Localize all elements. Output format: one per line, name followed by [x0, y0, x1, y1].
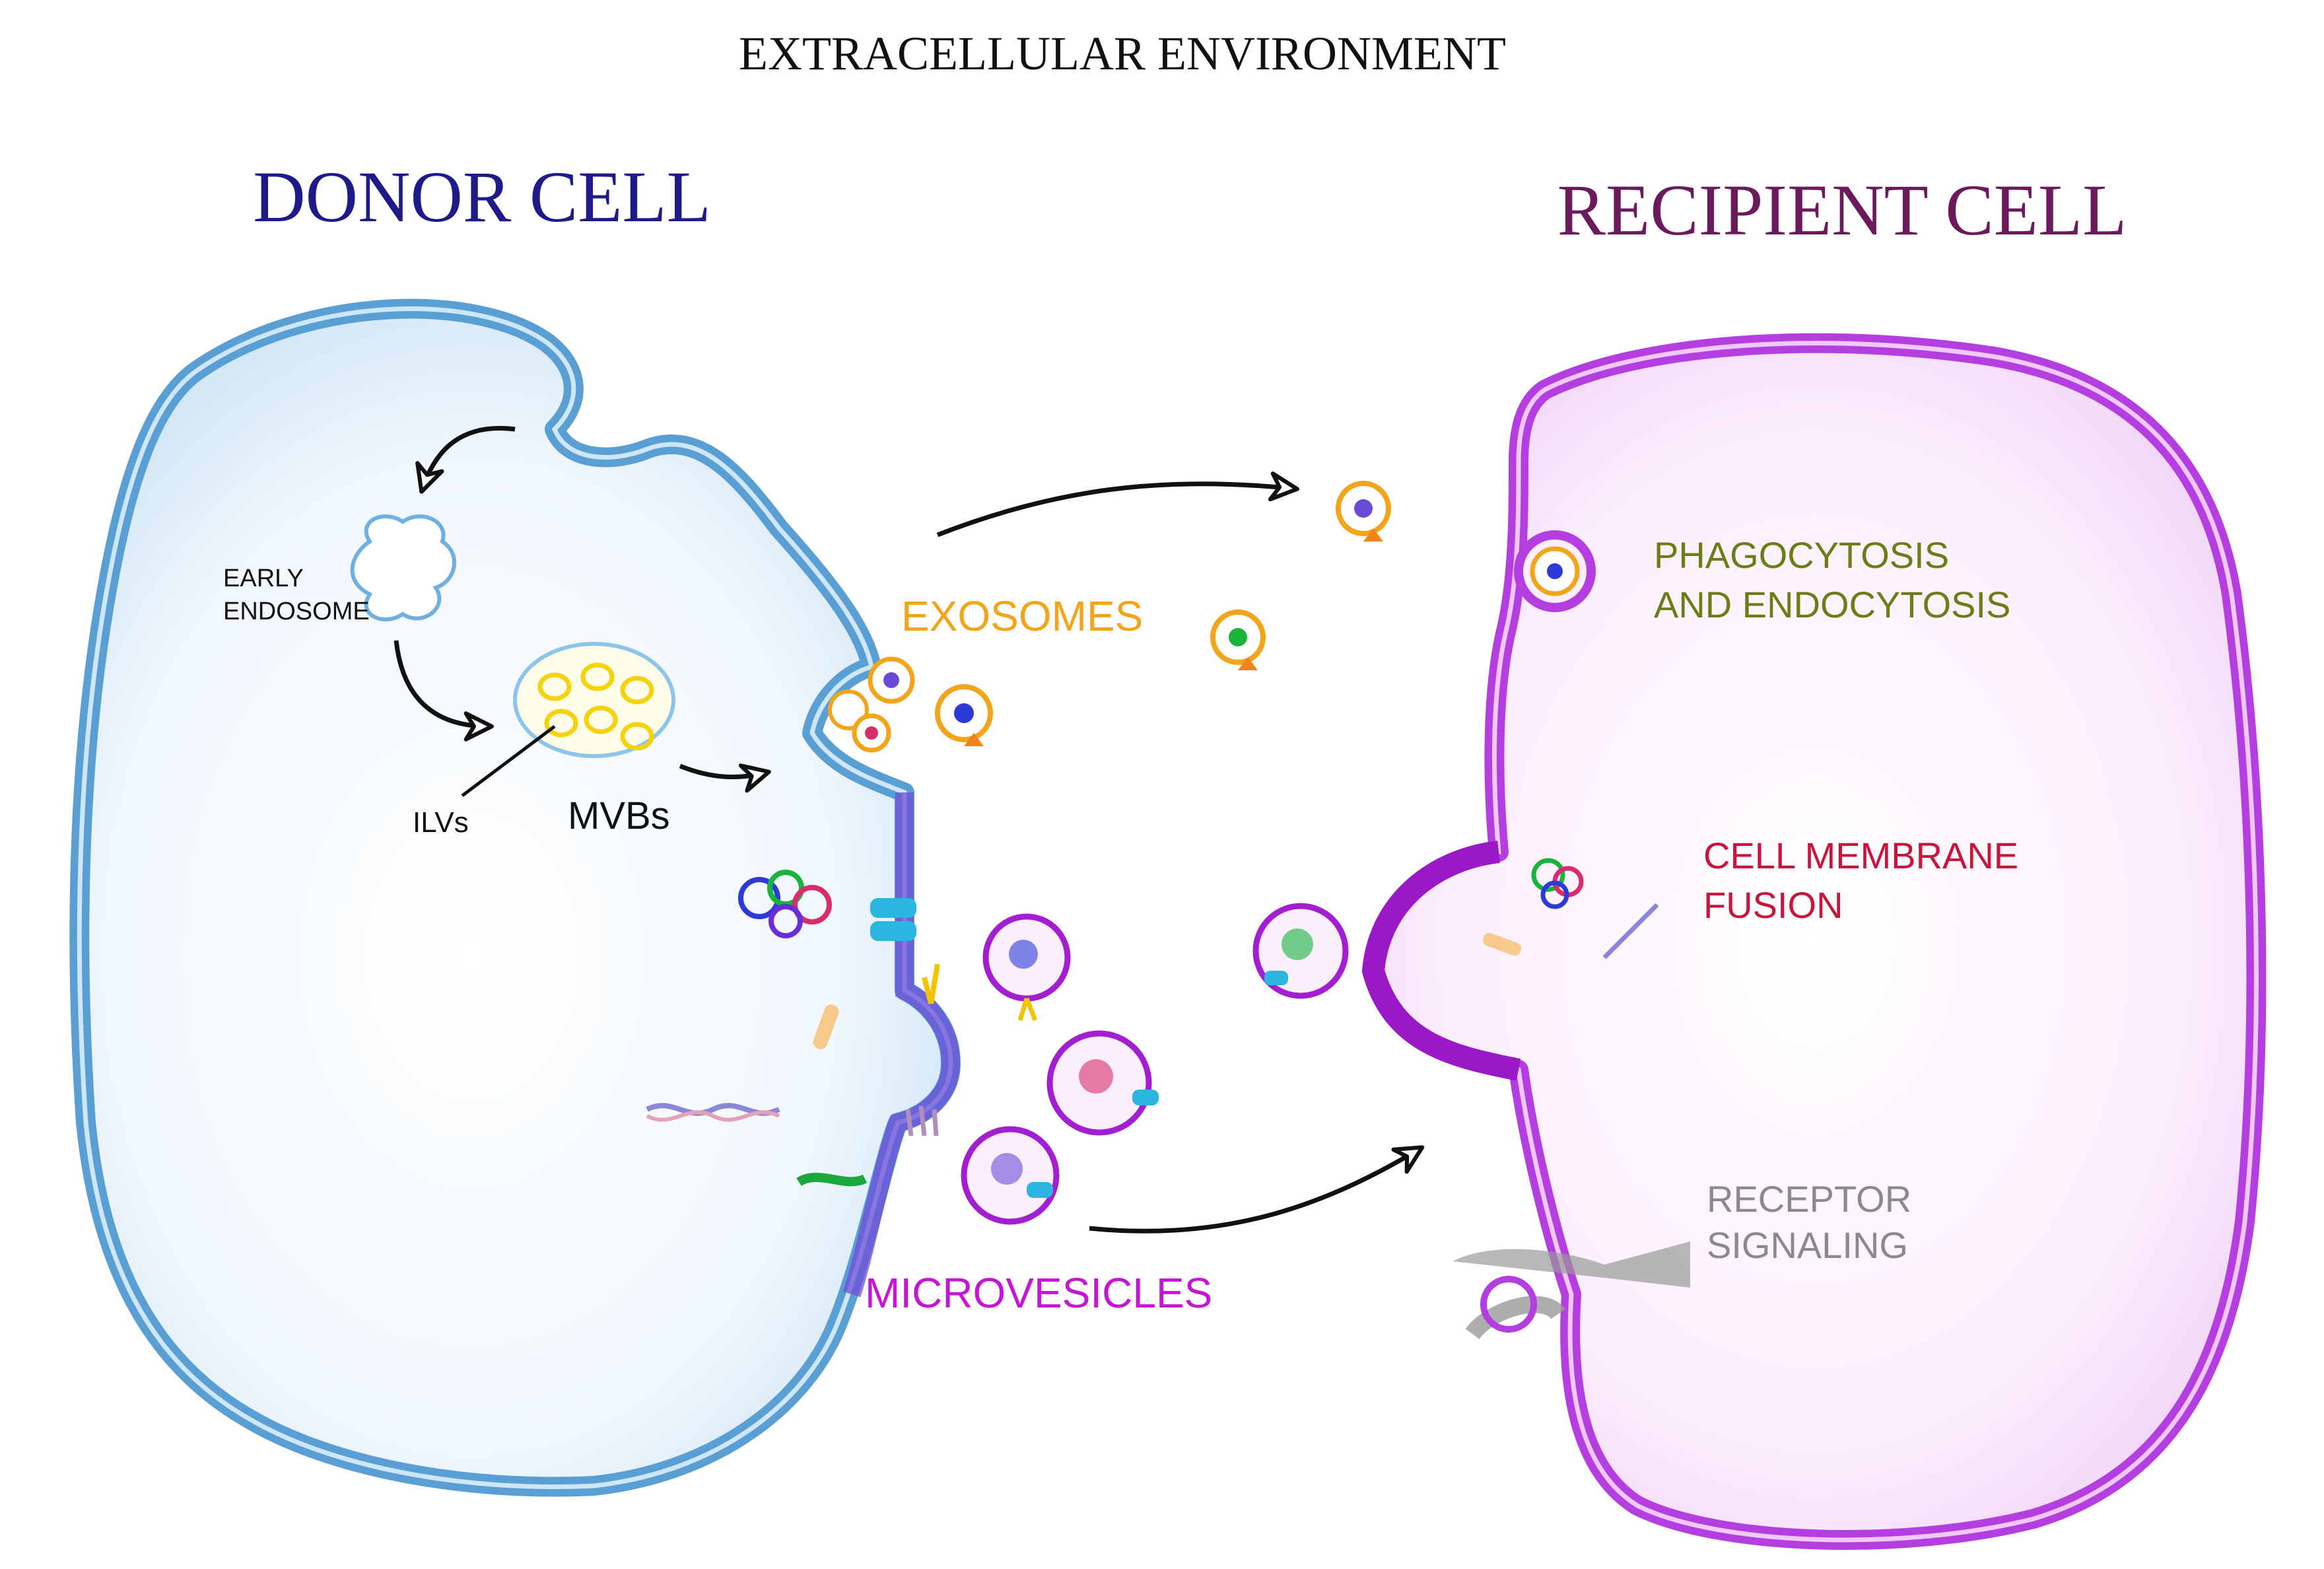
recipient-cell — [1361, 333, 2267, 1551]
receptor-ligand-complex — [1452, 1241, 1690, 1340]
ilv-vesicle — [620, 676, 654, 705]
exosome — [852, 713, 891, 753]
membrane-channel-protein — [870, 898, 916, 918]
phagocytosis-label-line1: PHAGOCYTOSIS — [1654, 534, 1949, 576]
receptor-protein — [922, 963, 940, 1004]
protein-cargo — [738, 870, 832, 938]
phagocytosis-label-line2: AND ENDOCYTOSIS — [1654, 584, 2010, 625]
maturation-arrow — [393, 640, 494, 742]
early-endosome — [350, 514, 456, 622]
receptor-label-line2: SIGNALING — [1707, 1224, 1908, 1266]
microvesicle — [982, 913, 1071, 1022]
early-endosome-label-line1: EARLY — [223, 565, 304, 592]
ilv-vesicle — [544, 709, 578, 738]
exosome-release-arrow — [936, 471, 1299, 538]
budding-exosome — [828, 689, 869, 730]
nucleic-acid-strand — [646, 1110, 780, 1122]
fusion-label-line2: FUSION — [1703, 884, 1843, 926]
donor-membrane-budding-segment — [842, 792, 961, 1298]
membrane-channel-protein — [870, 921, 916, 941]
exosome — [935, 684, 993, 746]
receptor-label-line1: RECEPTOR — [1707, 1178, 1911, 1220]
lipid-molecule — [813, 1004, 839, 1049]
microvesicle-uptake-arrow — [1089, 1145, 1425, 1234]
tetraspanin-protein — [905, 1105, 939, 1136]
ilv-vesicle — [584, 705, 618, 734]
phagocytosed-exosome — [1514, 530, 1596, 612]
donor-cell — [69, 298, 961, 1497]
nucleic-acid-strand — [1602, 903, 1659, 959]
ilvs-label: ILVs — [413, 806, 469, 839]
ilv-vesicle — [620, 722, 654, 751]
integrin-protein — [796, 1172, 868, 1187]
exosome — [1210, 610, 1266, 670]
recipient-cell-membrane-inner — [1371, 341, 2259, 1543]
lipid-molecule — [1482, 932, 1522, 956]
endocytosis-arrow — [415, 426, 516, 494]
internalized-cargo — [1531, 858, 1584, 909]
donor-cell-body — [69, 298, 961, 1497]
ilvs-pointer — [461, 725, 556, 797]
donor-cell-title: DONOR CELL — [253, 157, 711, 237]
exosomes-label: EXOSOMES — [901, 592, 1143, 640]
ilv-vesicle — [537, 672, 572, 701]
exosome — [868, 656, 915, 704]
exosome — [1336, 481, 1391, 541]
recipient-fusion-membrane — [1361, 841, 1521, 1081]
microvesicle — [1046, 1030, 1159, 1136]
early-endosome-label-line2: ENDOSOME — [223, 598, 370, 625]
microvesicles-label: MICROVESICLES — [865, 1269, 1212, 1317]
fusion-label-line1: CELL MEMBRANE — [1703, 835, 2018, 876]
mvbs-label: MVBs — [568, 794, 670, 837]
recipient-cell-title: RECIPIENT CELL — [1557, 170, 2127, 250]
microvesicle — [961, 1126, 1060, 1225]
page-title: EXTRACELLULAR ENVIRONMENT — [739, 27, 1506, 80]
microvesicle — [1252, 903, 1349, 999]
ilv-vesicle — [580, 662, 615, 691]
mvb-fusion-arrow — [679, 763, 771, 793]
